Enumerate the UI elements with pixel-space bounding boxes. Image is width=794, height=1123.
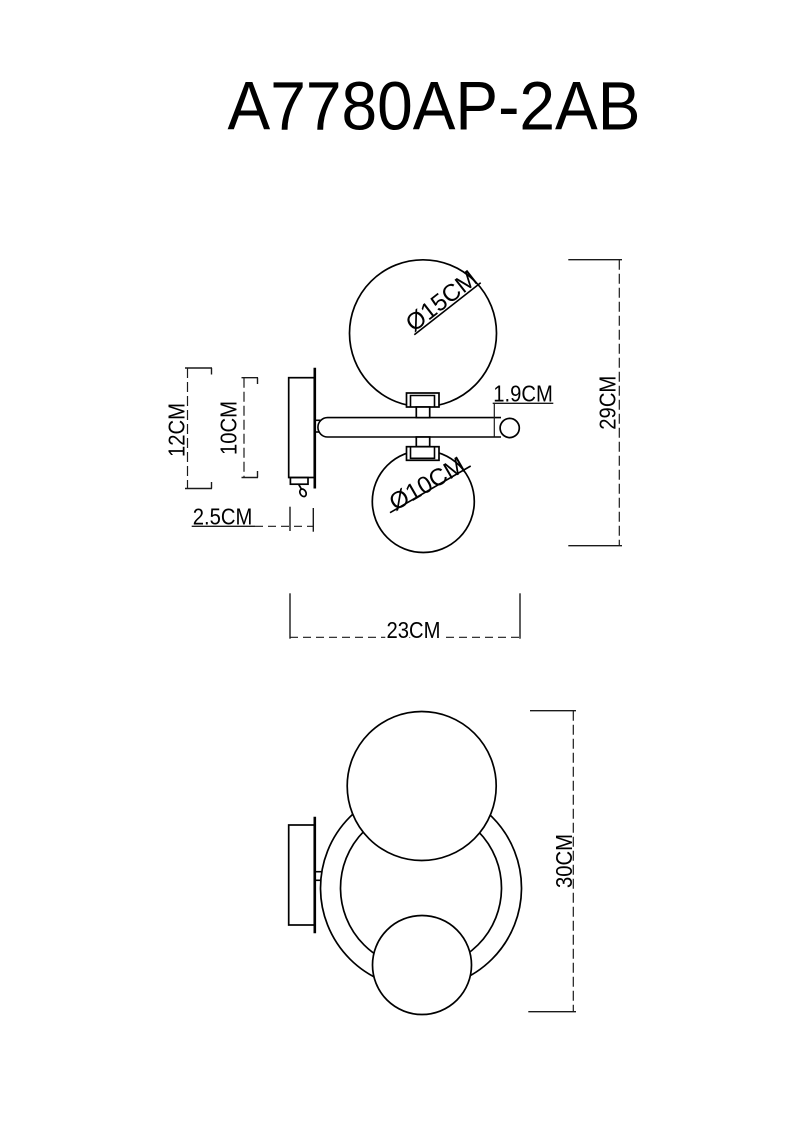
mounting-plate-front xyxy=(287,824,316,926)
mounting-plate-side xyxy=(287,376,316,479)
page-title: A7780AP-2AB xyxy=(228,69,641,145)
front-view-dimensions: 30CM xyxy=(528,710,578,1013)
arm-fill xyxy=(317,417,501,437)
switch-body xyxy=(289,476,309,486)
switch-lever-knob xyxy=(298,488,308,498)
top-stem xyxy=(415,406,431,419)
small-sphere-leader-line xyxy=(389,465,472,514)
dim-29cm-label: 29CM xyxy=(594,376,621,430)
large-sphere-leader-line xyxy=(413,282,482,336)
top-collar-inner xyxy=(409,394,436,407)
front-view xyxy=(287,710,523,1016)
dim-23cm-label: 23CM xyxy=(387,617,441,644)
dim-1_9cm-label: 1.9CM xyxy=(493,380,553,407)
side-view: Ø15CM Ø10CM xyxy=(287,258,521,554)
dim-2_5cm-label: 2.5CM xyxy=(193,503,253,530)
bottom-stem xyxy=(415,436,431,448)
dim-12cm-label: 12CM xyxy=(163,403,190,457)
large-sphere-front xyxy=(346,710,498,862)
arm-end-ball xyxy=(499,417,521,439)
bottom-collar xyxy=(405,445,440,462)
dim-10cm-label: 10CM xyxy=(215,401,242,455)
bottom-collar-inner xyxy=(409,446,436,460)
side-view-dimensions: 12CM 10CM 2.5CM 1.9CM 29CM 23CM xyxy=(163,259,622,645)
small-sphere-front xyxy=(371,914,473,1016)
arm-outline xyxy=(317,416,501,438)
dim-30cm-label: 30CM xyxy=(551,834,578,888)
